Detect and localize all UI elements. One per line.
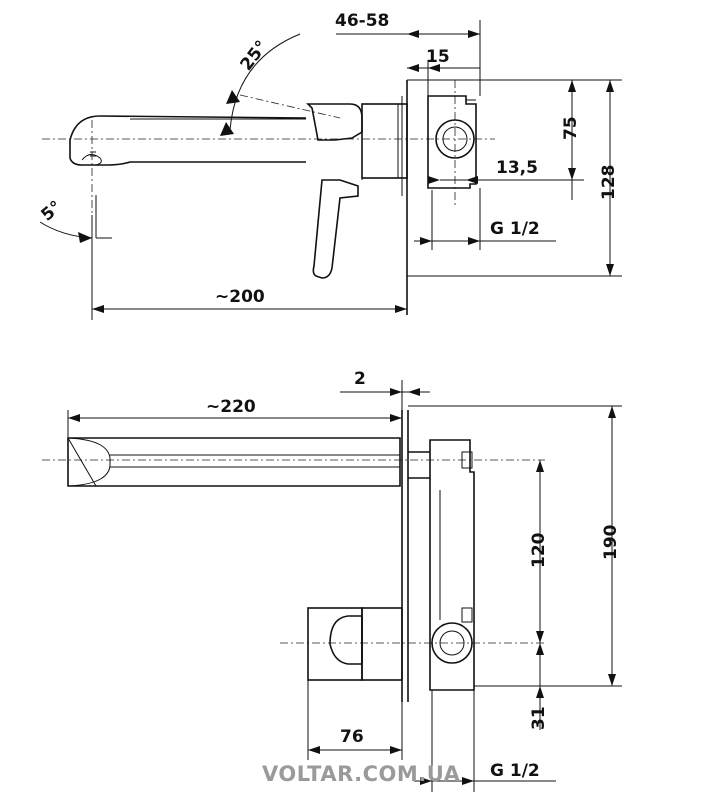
dim-31-label: 31	[529, 706, 549, 730]
g12-top-arrow-l	[420, 237, 432, 245]
side-elevation-view: 25° 5° 46-58 15 75 13,5	[37, 11, 622, 320]
angle-label-5: 5°	[37, 197, 65, 225]
spout-body	[69, 115, 307, 166]
dim-200-arrow-l	[92, 305, 104, 313]
dim-13-5-arrow-r	[466, 176, 478, 184]
g12-bottom-arrow-r	[462, 777, 474, 785]
dim-46-58-label: 46-58	[335, 11, 389, 31]
dim-220-arrow-l	[68, 414, 80, 422]
dim-75-label: 75	[561, 116, 581, 140]
dim-46-58-arrow-r	[468, 30, 480, 38]
dim-190-arrow-top	[608, 406, 616, 418]
front-inlet-ring-inner	[439, 630, 465, 656]
front-body-plug	[461, 451, 473, 469]
dim-13-5-label: 13,5	[496, 158, 538, 178]
front-handle-body	[307, 607, 363, 681]
dim-200-arrow-r	[395, 305, 407, 313]
angle-label-25: 25°	[237, 37, 273, 75]
dim-2-arrow-r	[408, 388, 420, 396]
dim-128-label: 128	[599, 165, 619, 201]
spout-aerator	[81, 154, 102, 166]
dim-200-label: ~200	[215, 287, 265, 307]
dim-128-arrow-top	[606, 80, 614, 92]
dim-31-arrow-bottom	[536, 686, 544, 698]
angle-arrow-5	[78, 232, 92, 243]
angle-arc-25	[229, 33, 301, 131]
dim-220-arrow-r	[390, 414, 402, 422]
dim-75-arrow-top	[568, 80, 576, 92]
angle-arrow-top	[226, 90, 240, 104]
front-spout-diag	[67, 437, 97, 487]
dim-31-arrow-top	[536, 643, 544, 655]
lever-handle-arm	[312, 179, 359, 279]
angle-ref-line	[239, 94, 341, 119]
dim-76-arrow-r	[390, 746, 402, 754]
dim-76-label: 76	[340, 727, 364, 747]
dim-15-arrow-l	[407, 64, 419, 72]
front-cartridge	[361, 607, 403, 681]
dim-2-arrow-l	[390, 388, 402, 396]
dim-76-arrow-l	[308, 746, 320, 754]
lever-handle	[306, 103, 363, 141]
dim-13-5-arrow-l	[428, 176, 440, 184]
watermark-text: VOLTAR.COM.UA	[262, 762, 461, 786]
front-spout-body	[67, 437, 401, 487]
dim-2-label: 2	[354, 369, 366, 389]
front-body-screw	[461, 607, 473, 623]
dim-190-arrow-bottom	[608, 674, 616, 686]
dim-190-label: 190	[601, 524, 621, 560]
inlet-ring	[435, 119, 475, 159]
dim-128-arrow-bottom	[606, 264, 614, 276]
dim-120-arrow-top	[536, 460, 544, 472]
dim-15-label: 15	[426, 47, 450, 67]
g12-top-label: G 1/2	[490, 219, 540, 239]
front-handle-knob	[329, 615, 363, 665]
g12-bottom-label: G 1/2	[490, 761, 540, 781]
front-spout-tip-curve	[67, 437, 111, 487]
g12-bottom-arrow-l	[420, 777, 432, 785]
front-inlet-ring	[431, 622, 473, 664]
angle-arrow-bottom	[220, 122, 234, 136]
front-elevation-view: 2 ~220 190 120 31 76	[42, 369, 622, 792]
front-concealed-body	[429, 439, 475, 691]
dim-75-arrow-bottom	[568, 168, 576, 180]
cartridge-body	[361, 103, 408, 179]
concealed-body	[427, 95, 477, 189]
g12-top-arrow-r	[468, 237, 480, 245]
dim-120-label: 120	[529, 532, 549, 568]
dim-46-58-arrow-l	[407, 30, 419, 38]
dim-15-arrow-r	[428, 64, 440, 72]
dim-120-arrow-bottom	[536, 631, 544, 643]
inlet-ring-inner	[442, 126, 468, 152]
dim-220-label: ~220	[206, 397, 256, 417]
